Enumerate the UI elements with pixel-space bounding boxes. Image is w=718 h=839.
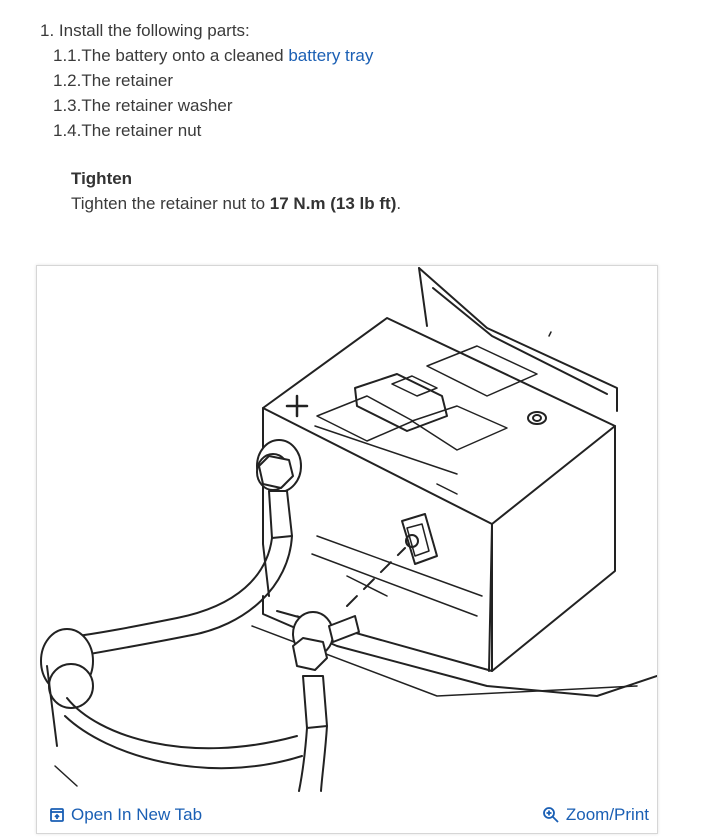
tighten-note-suffix: . bbox=[396, 194, 402, 213]
step-1-1: 1.1.The battery onto a cleaned battery t… bbox=[53, 43, 373, 68]
battery-illustration bbox=[40, 267, 657, 792]
step-1-2: 1.2.The retainer bbox=[53, 68, 373, 93]
tighten-note-prefix: Tighten the retainer nut to bbox=[71, 194, 270, 213]
open-new-tab-icon bbox=[50, 808, 64, 822]
step-1-4-text: The retainer nut bbox=[81, 121, 202, 140]
install-steps: 1. Install the following parts: 1.1.The … bbox=[40, 18, 373, 143]
step-1-2-number: 1.2. bbox=[53, 71, 82, 90]
tighten-note-body: Tighten the retainer nut to 17 N.m (13 l… bbox=[71, 191, 401, 216]
step-1-sublist: 1.1.The battery onto a cleaned battery t… bbox=[53, 43, 373, 143]
tighten-note-title: Tighten bbox=[71, 169, 133, 188]
step-1-1-text: The battery onto a cleaned bbox=[81, 46, 289, 65]
step-1-2-text: The retainer bbox=[81, 71, 174, 90]
step-1-4-number: 1.4. bbox=[53, 121, 82, 140]
zoom-print-button[interactable]: Zoom/Print bbox=[542, 805, 649, 825]
tighten-note: Tighten Tighten the retainer nut to 17 N… bbox=[71, 166, 401, 216]
open-in-new-tab-button[interactable]: Open In New Tab bbox=[49, 805, 202, 825]
battery-illustration-figure: Open In New Tab Zoom/Print bbox=[36, 265, 658, 834]
torque-value: 17 N.m (13 lb ft) bbox=[269, 194, 397, 213]
zoom-in-icon bbox=[542, 807, 559, 823]
step-1-4: 1.4.The retainer nut bbox=[53, 118, 373, 143]
zoom-print-label: Zoom/Print bbox=[565, 805, 649, 824]
battery-tray-link[interactable]: battery tray bbox=[288, 46, 374, 65]
step-1-3-number: 1.3. bbox=[53, 96, 82, 115]
open-in-new-tab-label: Open In New Tab bbox=[71, 805, 203, 824]
step-1-3-text: The retainer washer bbox=[81, 96, 233, 115]
step-1-heading: 1. Install the following parts: bbox=[40, 21, 250, 40]
step-1-1-number: 1.1. bbox=[53, 46, 82, 65]
step-1-3: 1.3.The retainer washer bbox=[53, 93, 373, 118]
figure-toolbar: Open In New Tab Zoom/Print bbox=[37, 799, 657, 833]
